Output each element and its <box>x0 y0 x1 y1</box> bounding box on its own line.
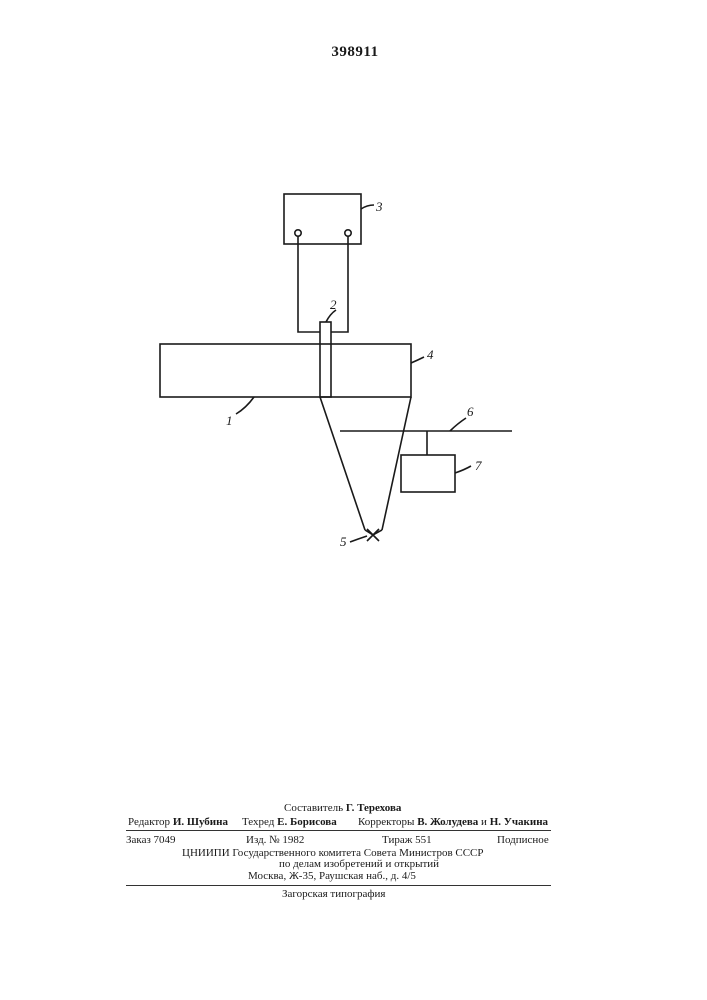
techred-role: Техред <box>242 816 274 828</box>
techred-name: Е. Борисова <box>277 816 337 828</box>
electrode-2 <box>320 322 331 397</box>
subscription: Подписное <box>497 835 549 846</box>
leader-6 <box>450 418 466 431</box>
jet-cone <box>320 397 411 530</box>
leader-1 <box>236 397 254 414</box>
leader-5 <box>350 536 367 542</box>
editor-role: Редактор <box>128 816 170 828</box>
leader-3 <box>361 205 374 209</box>
compiler-name: Г. Терехова <box>346 802 402 814</box>
terminal-right <box>345 230 351 236</box>
label-2: 2 <box>330 297 337 312</box>
circulation: Тираж 551 <box>382 835 432 846</box>
rule-bottom <box>126 885 551 886</box>
correctors-role: Корректоры <box>358 816 414 828</box>
label-3: 3 <box>375 199 383 214</box>
edition-number: Изд. № 1982 <box>246 835 304 846</box>
label-1: 1 <box>226 413 233 428</box>
printer: Загорская типография <box>282 889 385 900</box>
label-6: 6 <box>467 404 474 419</box>
correctors-line: Корректоры В. Жолудева и Н. Учакина <box>358 817 548 828</box>
rule-top <box>126 830 551 831</box>
leader-4 <box>411 357 424 363</box>
terminal-left <box>295 230 301 236</box>
body-4 <box>160 344 411 397</box>
compiler-role: Составитель <box>284 802 343 814</box>
corrector1-name: В. Жолудева <box>417 816 478 828</box>
staff-line: Редактор И. Шубина <box>128 817 228 828</box>
label-4: 4 <box>427 347 434 362</box>
editor-name: И. Шубина <box>173 816 228 828</box>
corrector2-name: Н. Учакина <box>490 816 548 828</box>
order-number: Заказ 7049 <box>126 835 176 846</box>
techred-line: Техред Е. Борисова <box>242 817 337 828</box>
org-line-2: по делам изобретений и открытий <box>279 859 439 870</box>
leader-7 <box>455 466 471 473</box>
org-line-3: Москва, Ж-35, Раушская наб., д. 4/5 <box>248 871 416 882</box>
compiler-line: Составитель Г. Терехова <box>284 803 401 814</box>
label-5: 5 <box>340 534 347 549</box>
label-7: 7 <box>475 458 482 473</box>
wire-left <box>298 236 320 332</box>
wire-right <box>331 236 348 332</box>
and-word: и <box>481 816 487 828</box>
block-7 <box>401 455 455 492</box>
point-5-cross <box>367 529 379 541</box>
